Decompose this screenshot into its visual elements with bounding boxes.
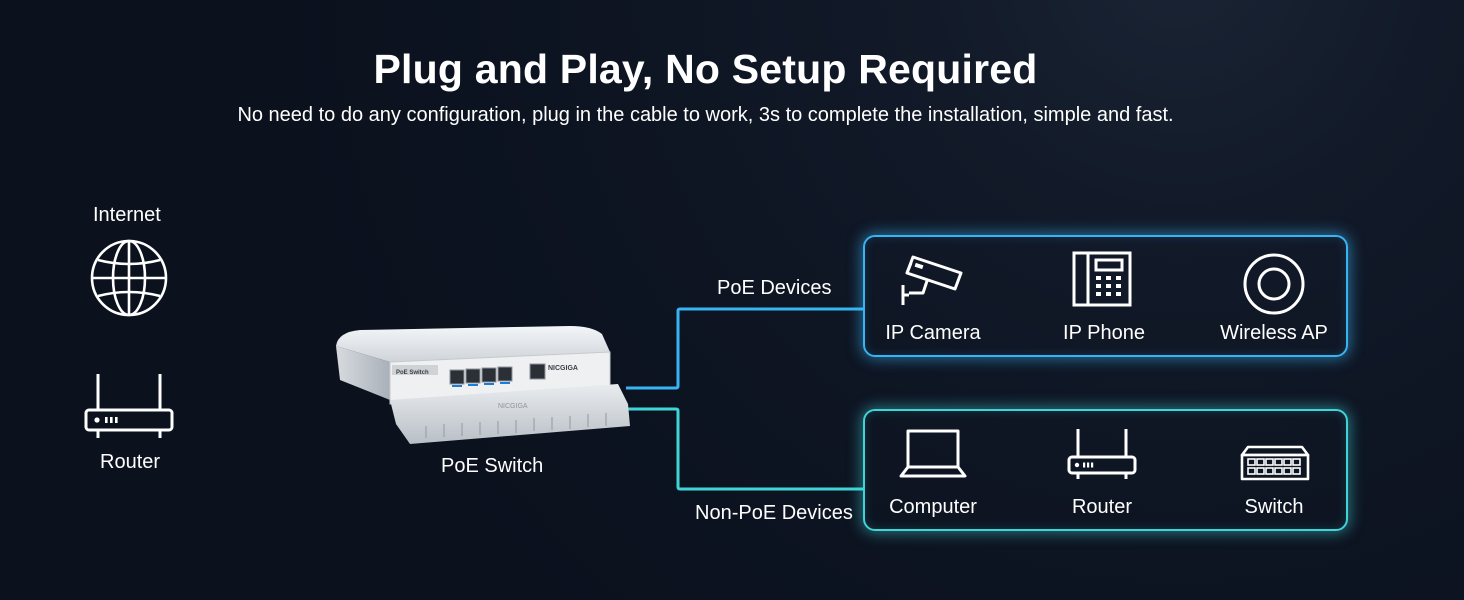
ip-camera-icon	[901, 255, 963, 305]
router-icon	[1067, 429, 1137, 479]
router-label: Router	[100, 451, 161, 473]
switch-label: Switch	[1244, 496, 1304, 518]
nonpoe-link	[626, 407, 863, 491]
router-device-label: Router	[1071, 496, 1133, 518]
ip-camera-label: IP Camera	[885, 322, 981, 344]
switch-icon	[1240, 445, 1310, 481]
poe-link	[626, 307, 863, 390]
poe-switch-image: PoE Switch NICGIGA NICGIGA	[336, 326, 630, 444]
globe-icon	[90, 239, 168, 317]
poe-devices-panel: IP Camera IP Phone Wireless AP	[863, 235, 1348, 357]
page-subtitle: No need to do any configuration, plug in…	[237, 104, 1174, 126]
nonpoe-devices-label: Non-PoE Devices	[695, 502, 853, 524]
switch-brand-text: NICGIGA	[548, 365, 578, 372]
computer-label: Computer	[889, 496, 977, 518]
ip-phone-label: IP Phone	[1063, 322, 1145, 344]
wireless-ap-label: Wireless AP	[1220, 322, 1328, 344]
poe-switch-label: PoE Switch	[441, 455, 544, 477]
wireless-ap-icon	[1243, 253, 1305, 315]
ip-phone-icon	[1072, 251, 1132, 307]
nonpoe-devices-panel: Computer Router Switch	[863, 409, 1348, 531]
laptop-icon	[899, 429, 967, 478]
switch-model-text: PoE Switch	[396, 370, 429, 376]
page-title: Plug and Play, No Setup Required	[373, 46, 1038, 92]
internet-label: Internet	[93, 204, 161, 226]
poe-devices-label: PoE Devices	[717, 277, 832, 299]
switch-front-brand-text: NICGIGA	[498, 403, 528, 410]
router-icon	[84, 374, 174, 438]
